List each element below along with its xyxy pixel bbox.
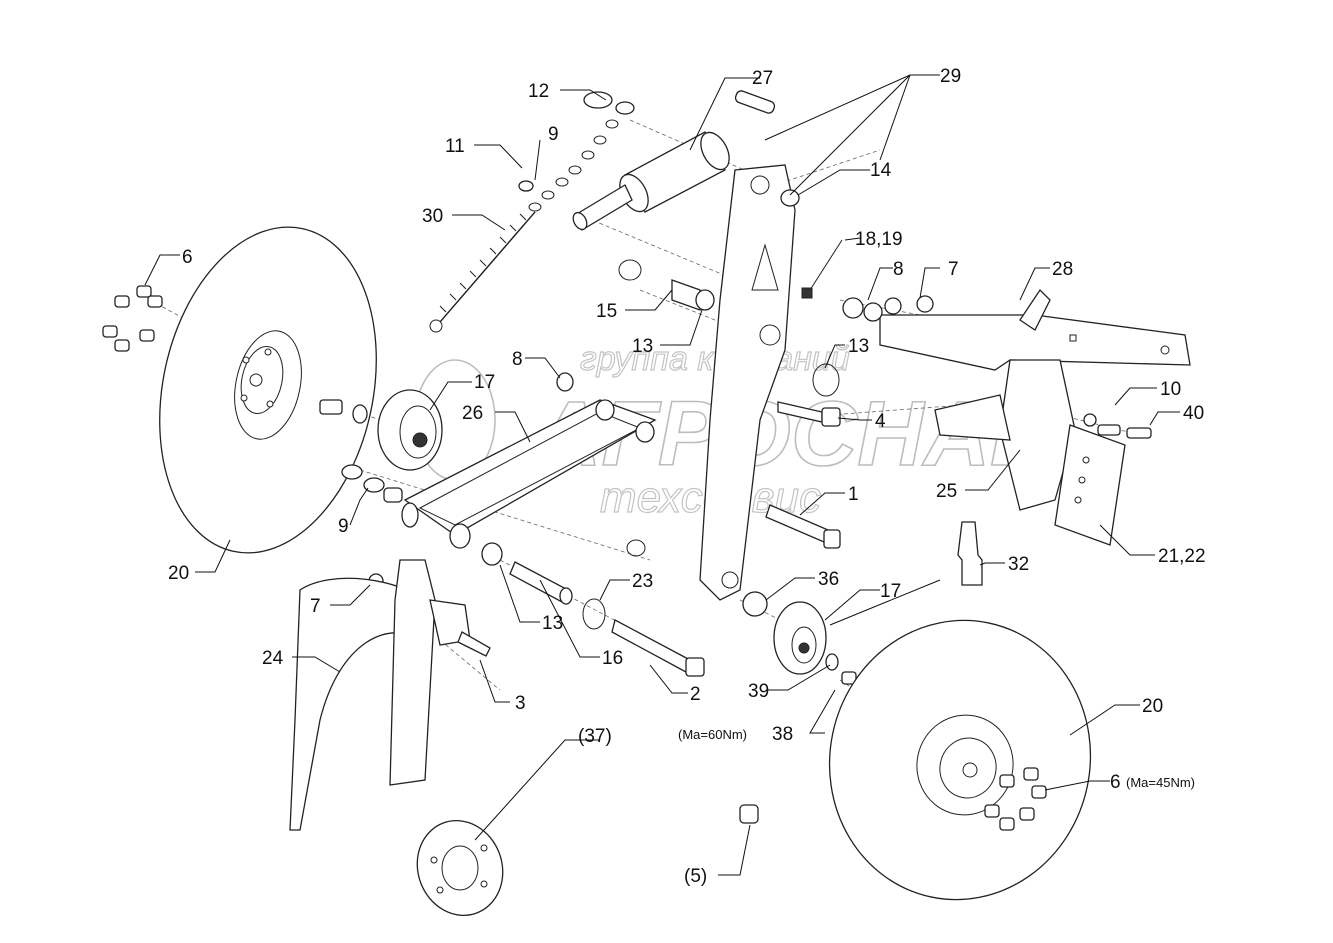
disc-right [828, 619, 1092, 901]
callout-8-mid: 8 [512, 349, 523, 370]
leader-lines [144, 74, 1180, 876]
callout-7-left: 7 [310, 596, 321, 617]
callout-29: 29 [940, 66, 961, 87]
nuts-8-7-right [842, 295, 934, 322]
callout-26: 26 [462, 403, 483, 424]
callout-7-right: 7 [948, 259, 959, 280]
hub-bolt-left [319, 399, 368, 424]
callout-30: 30 [422, 206, 443, 227]
bracket-28 [879, 288, 1191, 371]
callout-13-lower: 13 [542, 613, 563, 634]
ring-23 [582, 598, 606, 630]
callout-labels: 12 27 29 11 9 14 30 6 18,19 8 7 28 15 13… [168, 66, 1206, 887]
gasket-37 [416, 820, 504, 916]
callout-14: 14 [870, 160, 892, 181]
bolts-38-39 [825, 653, 857, 685]
callout-3: 3 [515, 693, 526, 714]
bolt-2 [611, 619, 705, 677]
bolt-18-19 [801, 239, 843, 299]
callout-5: (5) [684, 866, 707, 887]
callout-11: 11 [445, 136, 465, 157]
arm-plate [699, 164, 796, 601]
bolts-10-40 [1083, 413, 1152, 439]
bolts-6-left [102, 285, 163, 352]
callout-32: 32 [1008, 554, 1029, 575]
callout-13-upper: 13 [632, 336, 653, 357]
callout-15: 15 [596, 301, 617, 322]
bolt-4 [777, 401, 841, 427]
callout-9-left: 9 [338, 516, 349, 537]
tine-24 [289, 559, 491, 831]
callout-38-torque: (Ma=60Nm) [678, 727, 747, 742]
spacer-13-lower [481, 539, 646, 605]
callout-17-left: 17 [474, 372, 495, 393]
hub-left [377, 389, 443, 471]
callout-27: 27 [752, 68, 773, 89]
callout-10: 10 [1160, 379, 1181, 400]
callout-16: 16 [602, 648, 623, 669]
callout-21-22: 21,22 [1158, 546, 1206, 567]
bolts-6-right [984, 767, 1047, 831]
callout-39: 39 [748, 681, 769, 702]
bushing-14 [780, 189, 800, 207]
callout-25: 25 [936, 481, 957, 502]
chain-12 [518, 91, 635, 212]
callout-4: 4 [875, 411, 886, 432]
frame-26 [401, 372, 657, 549]
washer-36 [742, 591, 768, 617]
coulter-25 [934, 359, 1076, 511]
callout-9-top: 9 [548, 124, 559, 145]
callout-1: 1 [848, 484, 859, 505]
callout-6-left: 6 [182, 247, 193, 268]
bushing-15 [618, 259, 715, 311]
callout-6-torque: (Ma=45Nm) [1126, 775, 1195, 790]
callout-20-right: 20 [1142, 696, 1163, 717]
hub-right [773, 601, 827, 675]
callout-37: (37) [578, 726, 612, 747]
callout-20-left: 20 [168, 563, 189, 584]
callout-24: 24 [262, 648, 284, 669]
callout-17-right: 17 [880, 581, 901, 602]
bolt-1 [765, 504, 841, 549]
washers-9 [341, 464, 403, 503]
plate-21-22 [1054, 424, 1126, 546]
shaft-27 [572, 90, 776, 231]
nut-8-mid [556, 372, 574, 392]
callout-13-right: 13 [848, 336, 869, 357]
disc-left [159, 226, 377, 554]
callout-38: 38 [772, 724, 793, 745]
callout-6-right: 6 [1110, 772, 1121, 793]
cap-32 [957, 521, 983, 586]
bolt-5 [739, 804, 759, 824]
callout-36: 36 [818, 569, 839, 590]
ring-13-right [812, 363, 840, 397]
callout-12: 12 [528, 81, 549, 102]
callout-40: 40 [1183, 403, 1204, 424]
callout-23: 23 [632, 571, 653, 592]
callout-28: 28 [1052, 259, 1073, 280]
spring-30 [429, 211, 536, 333]
callout-8-right: 8 [893, 259, 904, 280]
callout-18-19: 18,19 [855, 229, 903, 250]
callout-2: 2 [690, 684, 701, 705]
